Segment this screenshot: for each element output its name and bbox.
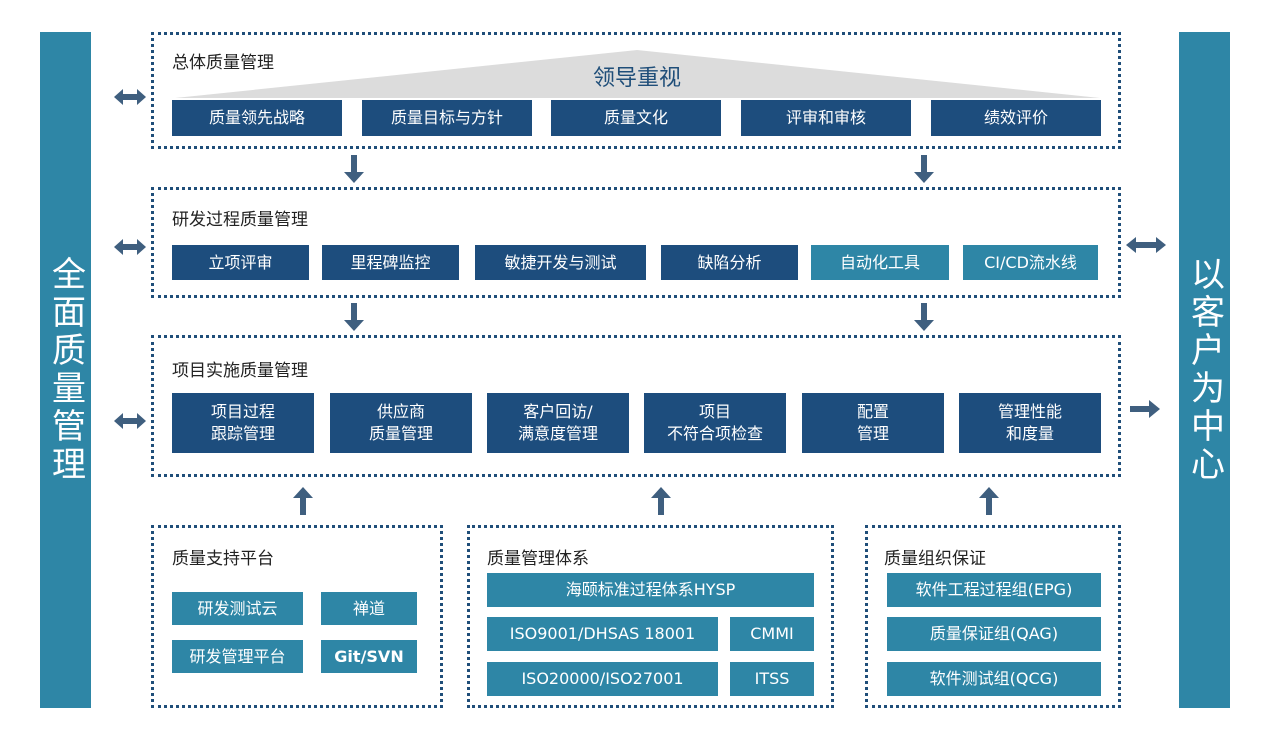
double-arrow-icon xyxy=(1126,237,1166,253)
system-item-iso20000: ISO20000/ISO27001 xyxy=(487,662,718,696)
system-item-iso9001: ISO9001/DHSAS 18001 xyxy=(487,617,718,651)
up-arrow-icon xyxy=(651,487,671,515)
project-item-supplier: 供应商 质量管理 xyxy=(330,393,472,453)
overall-item-goals: 质量目标与方针 xyxy=(362,100,532,136)
right-side-bar: 以客户为中心 xyxy=(1179,32,1230,708)
project-title: 项目实施质量管理 xyxy=(172,361,308,381)
project-item-config: 配置 管理 xyxy=(802,393,944,453)
org-item-qcg: 软件测试组(QCG) xyxy=(887,662,1101,696)
overall-item-review: 评审和审核 xyxy=(741,100,911,136)
overall-quality-panel xyxy=(151,32,1121,149)
rd-item-approval: 立项评审 xyxy=(172,245,309,280)
down-arrow-icon xyxy=(344,303,364,331)
system-item-cmmi: CMMI xyxy=(730,617,814,651)
down-arrow-icon xyxy=(344,155,364,183)
system-item-itss: ITSS xyxy=(730,662,814,696)
rd-item-agile: 敏捷开发与测试 xyxy=(475,245,646,280)
support-item-rd-platform: 研发管理平台 xyxy=(172,640,303,673)
overall-item-strategy: 质量领先战略 xyxy=(172,100,342,136)
quality-system-panel xyxy=(467,525,834,708)
support-platform-panel xyxy=(151,525,443,708)
banner-label: 领导重视 xyxy=(592,66,681,91)
banner-shape xyxy=(175,50,1100,98)
system-item-hysp: 海颐标准过程体系HYSP xyxy=(487,573,814,607)
overall-item-performance: 绩效评价 xyxy=(931,100,1101,136)
left-bar-label: 全面质量管理 xyxy=(45,256,86,484)
overall-item-culture: 质量文化 xyxy=(551,100,721,136)
project-panel xyxy=(151,335,1121,477)
org-item-qag: 质量保证组(QAG) xyxy=(887,617,1101,651)
support-item-cloud: 研发测试云 xyxy=(172,592,303,625)
double-arrow-icon xyxy=(114,239,146,255)
double-arrow-icon xyxy=(114,89,146,105)
down-arrow-icon xyxy=(914,155,934,183)
rd-item-milestone: 里程碑监控 xyxy=(322,245,459,280)
quality-org-panel xyxy=(865,525,1121,708)
project-item-nonconformity: 项目 不符合项检查 xyxy=(644,393,786,453)
rd-process-title: 研发过程质量管理 xyxy=(172,210,308,230)
left-side-bar: 全面质量管理 xyxy=(40,32,91,708)
up-arrow-icon xyxy=(293,487,313,515)
quality-org-title: 质量组织保证 xyxy=(884,549,986,569)
up-arrow-icon xyxy=(979,487,999,515)
project-item-customer: 客户回访/ 满意度管理 xyxy=(487,393,629,453)
quality-system-title: 质量管理体系 xyxy=(487,549,589,569)
support-item-zentao: 禅道 xyxy=(321,592,417,625)
support-platform-title: 质量支持平台 xyxy=(172,549,274,569)
support-item-git: Git/SVN xyxy=(321,640,417,673)
org-item-epg: 软件工程过程组(EPG) xyxy=(887,573,1101,607)
project-item-tracking: 项目过程 跟踪管理 xyxy=(172,393,314,453)
down-arrow-icon xyxy=(914,303,934,331)
double-arrow-icon xyxy=(114,413,146,429)
rd-item-cicd: CI/CD流水线 xyxy=(963,245,1098,280)
overall-quality-title: 总体质量管理 xyxy=(172,53,274,73)
rd-item-automation: 自动化工具 xyxy=(811,245,949,280)
project-item-metrics: 管理性能 和度量 xyxy=(959,393,1101,453)
right-bar-label: 以客户为中心 xyxy=(1184,256,1225,484)
right-arrow-icon xyxy=(1130,400,1160,418)
rd-process-panel xyxy=(151,187,1121,298)
rd-item-defect: 缺陷分析 xyxy=(661,245,798,280)
